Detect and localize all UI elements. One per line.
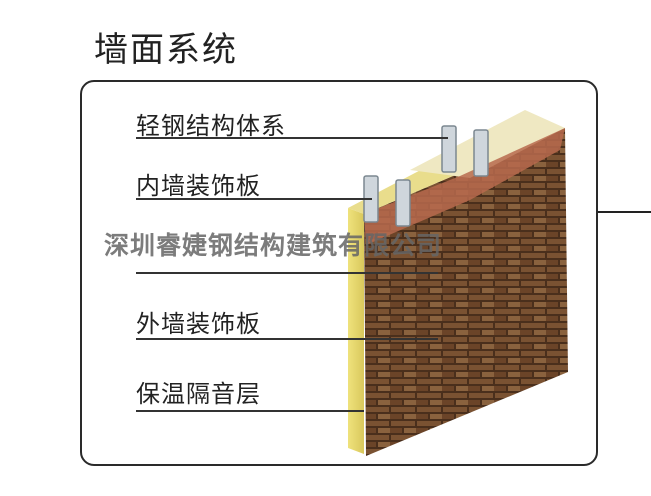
connector-line — [598, 211, 651, 213]
leader-interior-board — [136, 198, 372, 200]
leader-sheathing — [136, 272, 438, 274]
sheathing-strip — [364, 128, 565, 245]
company-watermark: 深圳睿婕钢结构建筑有限公司 — [104, 231, 443, 260]
page-title: 墙面系统 — [94, 30, 238, 70]
label-insulation-layer: 保温隔音层 — [136, 380, 261, 408]
diagram-frame — [80, 80, 598, 466]
leader-light-steel — [136, 137, 448, 139]
label-exterior-board: 外墙装饰板 — [136, 310, 261, 338]
leader-exterior-board — [136, 338, 438, 340]
label-interior-board: 内墙装饰板 — [136, 172, 261, 200]
leader-insulation — [136, 410, 364, 412]
insulation-layer — [348, 208, 364, 454]
label-light-steel-structure: 轻钢结构体系 — [136, 112, 286, 140]
